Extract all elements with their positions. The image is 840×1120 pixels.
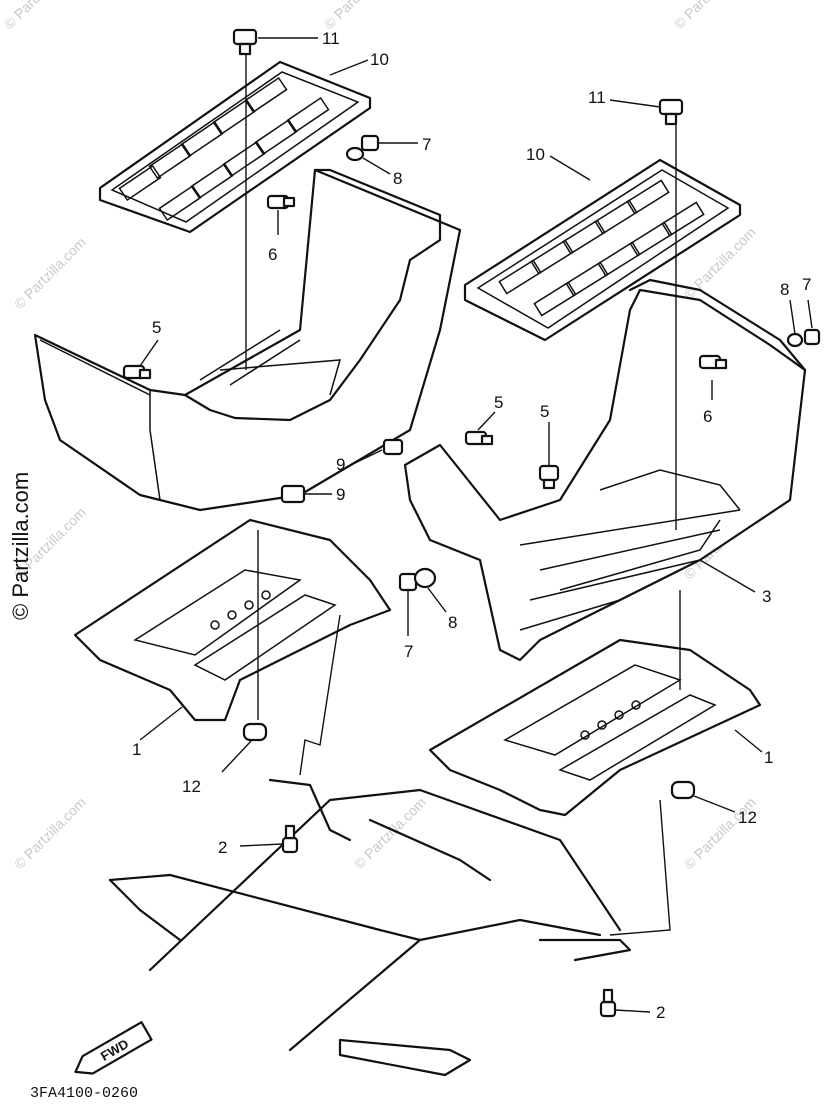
bolt-icon bbox=[232, 28, 258, 56]
bolt-icon bbox=[538, 464, 560, 490]
nut-icon bbox=[360, 134, 380, 152]
fwd-arrow-icon: FWD bbox=[74, 1021, 153, 1075]
right-footrest-guard bbox=[403, 278, 807, 662]
callout-5: 5 bbox=[540, 402, 549, 421]
nut-icon bbox=[382, 438, 404, 456]
guide-lines bbox=[245, 48, 681, 936]
callout-11: 11 bbox=[322, 29, 340, 48]
washer-icon bbox=[413, 567, 437, 589]
callout-2: 2 bbox=[656, 1003, 665, 1022]
bolt-icon bbox=[658, 98, 684, 126]
nut-icon bbox=[280, 484, 306, 504]
callout-3: 3 bbox=[762, 587, 771, 606]
bolt-icon bbox=[266, 194, 296, 210]
washer-icon bbox=[786, 332, 804, 348]
grommet-icon bbox=[242, 722, 268, 742]
callout-2: 2 bbox=[218, 838, 227, 857]
watermark: © Partzilla.com bbox=[351, 794, 429, 872]
bolt-icon bbox=[599, 988, 617, 1018]
callout-6: 6 bbox=[268, 245, 277, 264]
watermark: © Partzilla.com bbox=[11, 234, 89, 312]
callout-8: 8 bbox=[448, 613, 457, 632]
bolt-icon bbox=[281, 824, 299, 854]
watermark: © Partzilla.com bbox=[11, 794, 89, 872]
callout-1: 1 bbox=[132, 740, 141, 759]
callout-5: 5 bbox=[152, 318, 161, 337]
nut-icon bbox=[398, 572, 418, 592]
right-bottom-plate bbox=[428, 638, 762, 817]
right-footrest-plate bbox=[463, 158, 742, 342]
callout-7: 7 bbox=[404, 642, 413, 661]
watermark: © Partzilla.com bbox=[321, 0, 399, 32]
callout-5: 5 bbox=[494, 393, 503, 412]
callout-8: 8 bbox=[393, 169, 402, 188]
bolt-icon bbox=[122, 364, 152, 380]
left-footrest-plate bbox=[98, 60, 372, 234]
grommet-icon bbox=[670, 780, 696, 800]
nut-icon bbox=[803, 328, 821, 346]
watermark: © Partzilla.com bbox=[671, 0, 749, 32]
callout-7: 7 bbox=[802, 275, 811, 294]
left-footrest-guard bbox=[33, 168, 462, 512]
diagram-code: 3FA4100-0260 bbox=[30, 1085, 138, 1102]
frame bbox=[108, 778, 632, 1077]
bolt-icon bbox=[698, 354, 728, 370]
callout-1: 1 bbox=[764, 748, 773, 767]
callout-9: 9 bbox=[336, 455, 345, 474]
callout-12: 12 bbox=[182, 777, 201, 796]
callout-9: 9 bbox=[336, 485, 345, 504]
callouts: 11 10 7 8 6 5 9 9 11 10 8 7 6 5 5 3 7 bbox=[132, 29, 813, 1022]
washer-icon bbox=[345, 146, 365, 162]
callout-7: 7 bbox=[422, 135, 431, 154]
callout-11: 11 bbox=[588, 88, 606, 107]
left-bottom-plate bbox=[73, 518, 392, 722]
callout-10: 10 bbox=[526, 145, 545, 164]
callout-8: 8 bbox=[780, 280, 789, 299]
callout-6: 6 bbox=[703, 407, 712, 426]
watermark: © Partzilla.com bbox=[1, 0, 79, 32]
watermark-vertical: © Partzilla.com bbox=[8, 472, 33, 620]
bolt-icon bbox=[464, 430, 494, 446]
callout-10: 10 bbox=[370, 50, 389, 69]
callout-12: 12 bbox=[738, 808, 757, 827]
